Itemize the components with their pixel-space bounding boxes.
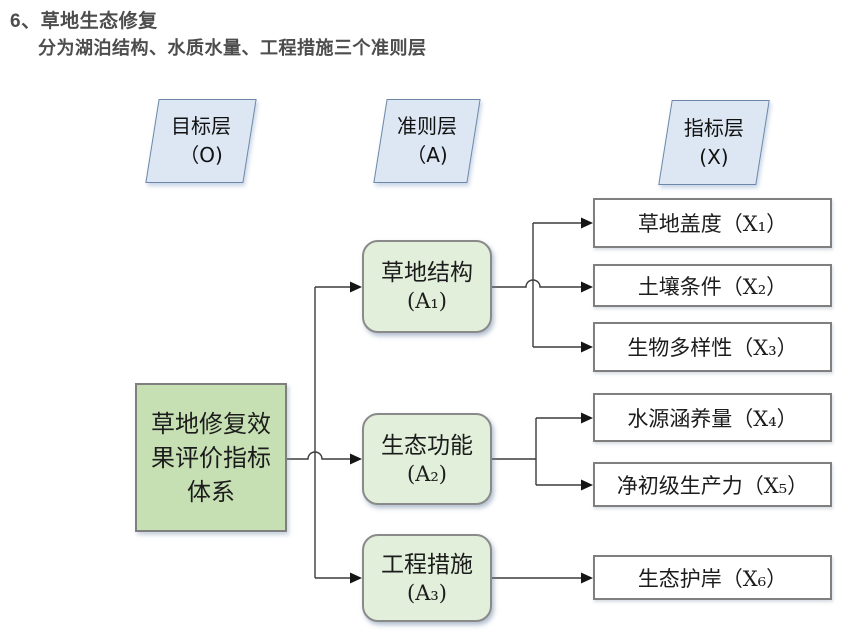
page-title: 6、草地生态修复 (10, 11, 158, 32)
arrowhead-x1 (581, 217, 593, 229)
arrowhead-x6 (581, 572, 593, 584)
page-subtitle: 分为湖泊结构、水质水量、工程措施三个准则层 (38, 38, 427, 58)
connector-goal-a2-with-hop (287, 451, 351, 460)
layer-header-criteria: 准则层 （A) (373, 99, 481, 183)
node-indicator-x5: 净初级生产力（X₅） (593, 462, 832, 507)
layer-header-goal-code: （O) (179, 143, 223, 167)
arrowhead-a2 (350, 453, 362, 465)
arrowhead-x2 (581, 281, 593, 293)
node-indicator-x6: 生态护岸（X₆） (593, 555, 832, 600)
node-indicator-x4: 水源涵养量（X₄） (593, 393, 832, 442)
criterion-a1-name: 草地结构 (381, 260, 473, 286)
node-indicator-x1: 草地盖度（X₁） (593, 198, 832, 248)
layer-header-criteria-code: （A) (406, 143, 448, 167)
criterion-a2-code: (A₂) (407, 461, 447, 486)
arrowhead-a3 (350, 572, 362, 584)
node-goal: 草地修复效果评价指标体系 (135, 383, 287, 532)
criterion-a3-name: 工程措施 (381, 551, 473, 578)
layer-header-criteria-title: 准则层 (397, 114, 457, 138)
node-criterion-a1: 草地结构 (A₁) (362, 240, 492, 333)
node-criterion-a3: 工程措施 (A₃) (362, 534, 492, 622)
node-indicator-x2: 土壤条件（X₂） (593, 264, 832, 307)
node-indicator-x3: 生物多样性（X₃） (593, 322, 832, 372)
criterion-a3-code: (A₃) (407, 580, 447, 605)
layer-header-goal-title: 目标层 (171, 114, 231, 138)
criterion-a1-code: (A₁) (407, 289, 447, 313)
connector-a1-x2-with-hop (492, 279, 582, 288)
arrowhead-x5 (581, 479, 593, 491)
node-criterion-a2: 生态功能 (A₂) (362, 413, 492, 505)
layer-header-indicators-code: (X) (699, 144, 729, 169)
criterion-a2-name: 生态功能 (381, 432, 473, 459)
layer-header-indicators-title: 指标层 (684, 115, 744, 140)
arrowhead-x3 (581, 341, 593, 353)
layer-header-indicators: 指标层 (X) (658, 100, 770, 185)
arrowhead-a1 (350, 281, 362, 293)
arrowhead-x4 (581, 412, 593, 424)
layer-header-goal: 目标层 （O) (145, 99, 257, 183)
